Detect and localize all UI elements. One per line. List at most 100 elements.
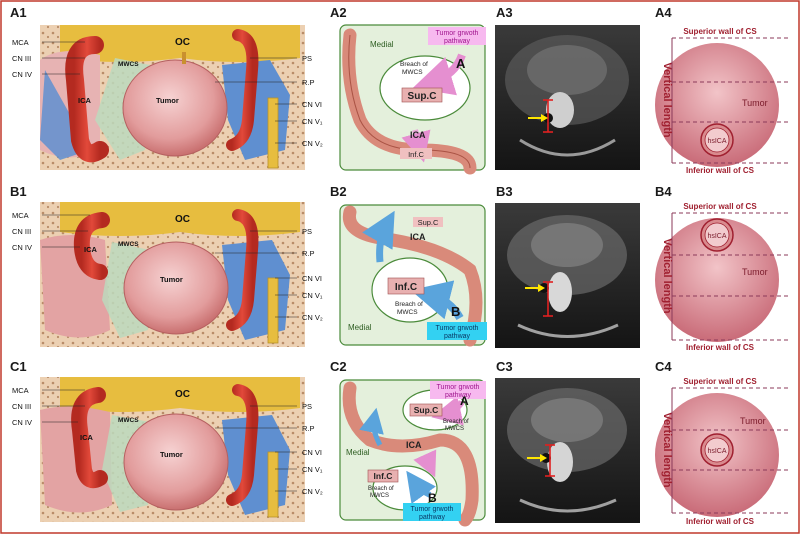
panel-label-b1: B1	[10, 184, 27, 199]
panel-label-c4: C4	[655, 359, 672, 374]
cs-circle-b4	[655, 218, 779, 342]
label-ica-a1: ICA	[78, 96, 92, 105]
tumor-label-b4: Tumor	[742, 267, 768, 277]
panel-label-a1: A1	[10, 5, 27, 20]
label-cnv2-c1: CN V₂	[302, 487, 323, 496]
superior-wall-a4: Superior wall of CS	[683, 27, 757, 36]
vertical-length-a4: Vertical length	[661, 62, 673, 137]
label-oc-c1: OC	[175, 389, 190, 400]
panel-label-c2: C2	[330, 359, 347, 374]
pathway-arrow-c-a	[431, 396, 465, 426]
label-mwcs-a1: MWCS	[118, 61, 139, 68]
superior-wall-b4: Superior wall of CS	[683, 202, 757, 211]
breach-label-b2-l2: MWCS	[397, 309, 418, 316]
ica-left-c1	[71, 387, 108, 489]
hsica-label-a4: hsICA	[707, 138, 726, 145]
anatomy-labels-b1: OC MCA CN III CN IV ICA MWCS Tumor PS R.…	[12, 211, 323, 322]
panel-label-a2: A2	[330, 5, 347, 20]
inf-c-label-a2: Inf.C	[408, 150, 424, 159]
pathway-label-c2b-l1: Tumor grwoth	[411, 506, 454, 513]
label-ica-c1: ICA	[80, 433, 94, 442]
mri-c3	[495, 378, 640, 523]
label-tumor-a1: Tumor	[156, 96, 179, 105]
ica-label-c2: ICA	[406, 440, 422, 450]
label-mca-b1: MCA	[12, 211, 29, 220]
inferior-wall-c4: Inferior wall of CS	[686, 517, 755, 526]
label-oc-a1: OC	[175, 37, 190, 48]
label-cn4-a1: CN IV	[12, 70, 32, 79]
panel-label-c3: C3	[496, 359, 513, 374]
letter-a-c2: A	[460, 394, 469, 408]
mri-a3	[495, 25, 640, 170]
pathway-arrow-a	[412, 53, 466, 96]
cs-diagram-c4: Vertical length Superior wall of CS Infe…	[655, 377, 790, 526]
label-ps-a1: PS	[302, 54, 312, 63]
panel-labels: A1 A2 A3 A4 B1 B2 B3 B4 C1 C2 C3 C4	[10, 5, 672, 374]
label-cn6-c1: CN VI	[302, 448, 322, 457]
mri-b3	[495, 203, 640, 348]
tumor-label-a4: Tumor	[742, 98, 768, 108]
label-ps-b1: PS	[302, 227, 312, 236]
anatomy-illustration-c1	[40, 377, 305, 522]
breach-label-c2b-l1: Breach of	[368, 486, 394, 492]
inferior-wall-a4: Inferior wall of CS	[686, 166, 755, 175]
ica-schematic-b2	[342, 205, 483, 347]
pathway-label-b2-l2: pathway	[444, 333, 471, 340]
label-cn6-b1: CN VI	[302, 274, 322, 283]
label-cnv1-a1: CN V₁	[302, 117, 323, 126]
pathway-arrow-b	[410, 280, 464, 321]
hsica-label-c4: hsICA	[707, 448, 726, 455]
schematic-b2: Sup.C Inf.C ICA Medial Breach of MWCS Tu…	[339, 204, 487, 347]
sup-c-label-c2: Sup.C	[414, 405, 439, 415]
breach-label-c2a-l1: Breach of	[443, 419, 469, 425]
label-mca-c1: MCA	[12, 386, 29, 395]
breach-label-c2b-l2: MWCS	[370, 493, 389, 499]
hsica-label-b4: hsICA	[707, 233, 726, 240]
ica-label-b2: ICA	[410, 232, 426, 242]
label-cn4-b1: CN IV	[12, 243, 32, 252]
panel-label-a3: A3	[496, 5, 513, 20]
label-mwcs-b1: MWCS	[118, 241, 139, 248]
label-cnv1-c1: CN V₁	[302, 465, 323, 474]
anatomy-labels-a1: OC MCA CN III CN IV ICA MWCS Tumor PS R.…	[12, 37, 323, 148]
label-cn3-c1: CN III	[12, 402, 31, 411]
label-tumor-b1: Tumor	[160, 275, 183, 284]
mri-tumor-enhancement	[546, 92, 574, 128]
pathway-arrow-b-up	[362, 210, 395, 263]
mri-arrow-yellow	[541, 114, 548, 122]
panel-label-b2: B2	[330, 184, 347, 199]
label-ps-c1: PS	[302, 402, 312, 411]
cs-diagram-b4: Vertical length Superior wall of CS Infe…	[655, 202, 790, 352]
ica-right	[226, 29, 259, 151]
tumor-mass-b1	[123, 241, 229, 335]
tumor-mass	[122, 59, 228, 157]
inferior-wall-b4: Inferior wall of CS	[686, 343, 755, 352]
panel-label-b3: B3	[496, 184, 513, 199]
vertical-length-b4: Vertical length	[661, 238, 673, 313]
label-cnv2-b1: CN V₂	[302, 313, 323, 322]
panel-label-a4: A4	[655, 5, 672, 20]
label-cnv1-b1: CN V₁	[302, 291, 323, 300]
inf-c-label-b2: Inf.C	[395, 282, 417, 293]
pathway-label-c2a-l1: Tumor grwoth	[437, 384, 480, 391]
letter-b-c2: B	[428, 491, 437, 505]
label-mwcs-c1: MWCS	[118, 417, 139, 424]
cs-circle-a4	[655, 43, 779, 167]
pathway-label-b2-l1: Tumor grwoth	[436, 325, 479, 332]
label-cn6-a1: CN VI	[302, 100, 322, 109]
label-cn3-a1: CN III	[12, 54, 31, 63]
letter-a-a2: A	[456, 56, 466, 71]
panel-label-b4: B4	[655, 184, 672, 199]
ica-left	[65, 36, 109, 163]
superior-wall-c4: Superior wall of CS	[683, 377, 757, 386]
pathway-label-c2b-l2: pathway	[419, 514, 446, 521]
anatomy-illustration-a1	[40, 25, 305, 170]
vertical-length-c4: Vertical length	[661, 412, 673, 487]
medial-label-b2: Medial	[348, 323, 372, 332]
panel-label-c1: C1	[10, 359, 27, 374]
anatomy-illustration-b1	[40, 202, 305, 347]
breach-label-a2-l2: MWCS	[402, 69, 423, 76]
label-rp-b1: R.P	[302, 249, 315, 258]
label-rp-a1: R.P	[302, 78, 315, 87]
